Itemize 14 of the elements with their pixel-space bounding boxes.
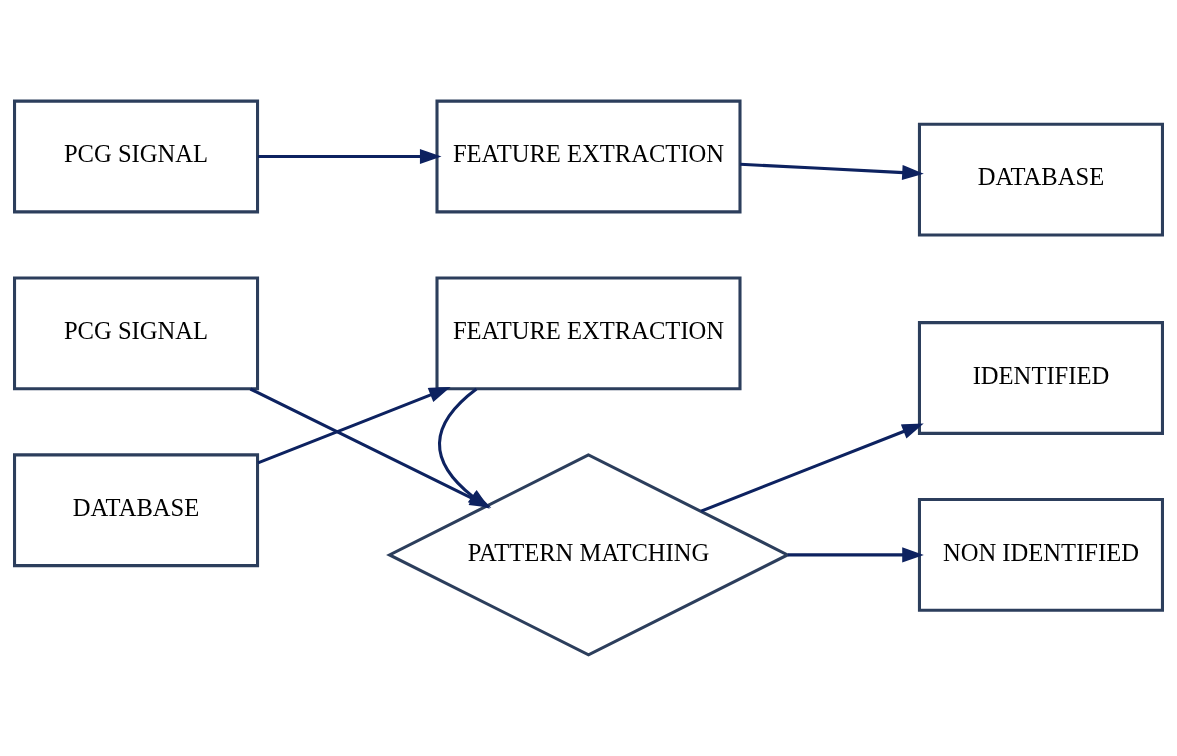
node-box: PCG SIGNAL: [13, 276, 260, 391]
arrow: [700, 423, 924, 513]
arrow: [257, 387, 451, 465]
node-box: FEATURE EXTRACTION: [435, 276, 742, 391]
arrow: [787, 547, 924, 563]
node-box: PCG SIGNAL: [13, 99, 260, 214]
node-box: FEATURE EXTRACTION: [435, 99, 742, 214]
node-box: DATABASE: [917, 122, 1164, 237]
arrow: [740, 162, 924, 181]
node-diamond: PATTERN MATCHING: [386, 453, 791, 657]
node-box: DATABASE: [13, 453, 260, 568]
node-box: NON IDENTIFIED: [917, 497, 1164, 612]
node-box: IDENTIFIED: [917, 321, 1164, 435]
arrow: [258, 148, 442, 165]
